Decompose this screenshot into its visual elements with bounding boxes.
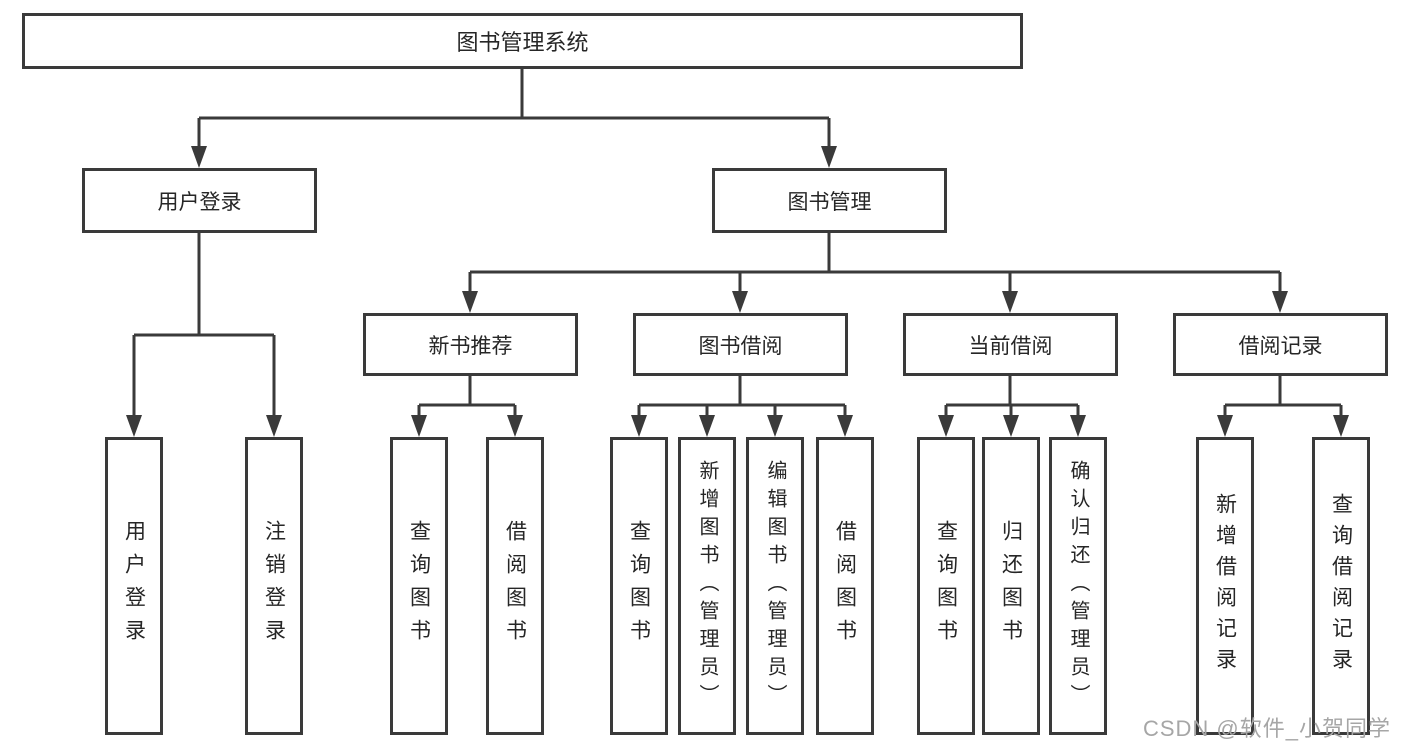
leaf-label: 查询图书 [934,520,958,652]
watermark: CSDN @软件_小贺同学 [1142,716,1391,741]
leaf-query-books-borrowing: 查询图书 [610,437,668,735]
leaf-label: 借阅图书 [503,520,527,652]
leaf-label: 归还图书 [999,520,1023,652]
node-user-login: 用户登录 [82,168,317,233]
leaf-label: 查询图书 [407,520,431,652]
leaf-label: 借阅图书 [833,520,857,652]
leaf-user-login: 用户登录 [105,437,163,735]
arrowhead-icons [126,146,1349,437]
leaf-label: 新增图书（管理员） [696,460,718,712]
leaf-borrow-books-borrowing: 借阅图书 [816,437,874,735]
node-book-management: 图书管理 [712,168,947,233]
leaf-confirm-return-admin: 确认归还（管理员） [1049,437,1107,735]
leaf-edit-books-admin: 编辑图书（管理员） [746,437,804,735]
leaf-label: 注销登录 [262,520,286,652]
leaf-return-books: 归还图书 [982,437,1040,735]
node-borrowing-records: 借阅记录 [1173,313,1388,376]
leaf-label: 新增借阅记录 [1213,493,1237,679]
leaf-query-books-recommend: 查询图书 [390,437,448,735]
leaf-label: 查询借阅记录 [1329,493,1353,679]
node-book-borrowing: 图书借阅 [633,313,848,376]
node-new-book-recommendation: 新书推荐 [363,313,578,376]
node-current-borrowing: 当前借阅 [903,313,1118,376]
leaf-query-borrow-record: 查询借阅记录 [1312,437,1370,735]
leaf-logout: 注销登录 [245,437,303,735]
leaf-query-books-current: 查询图书 [917,437,975,735]
leaf-add-borrow-record: 新增借阅记录 [1196,437,1254,735]
leaf-add-books-admin: 新增图书（管理员） [678,437,736,735]
leaf-borrow-books-recommend: 借阅图书 [486,437,544,735]
node-library-management-system: 图书管理系统 [22,13,1023,69]
leaf-label: 查询图书 [627,520,651,652]
leaf-label: 用户登录 [122,520,146,652]
leaf-label: 编辑图书（管理员） [764,460,786,712]
leaf-label: 确认归还（管理员） [1067,460,1089,712]
